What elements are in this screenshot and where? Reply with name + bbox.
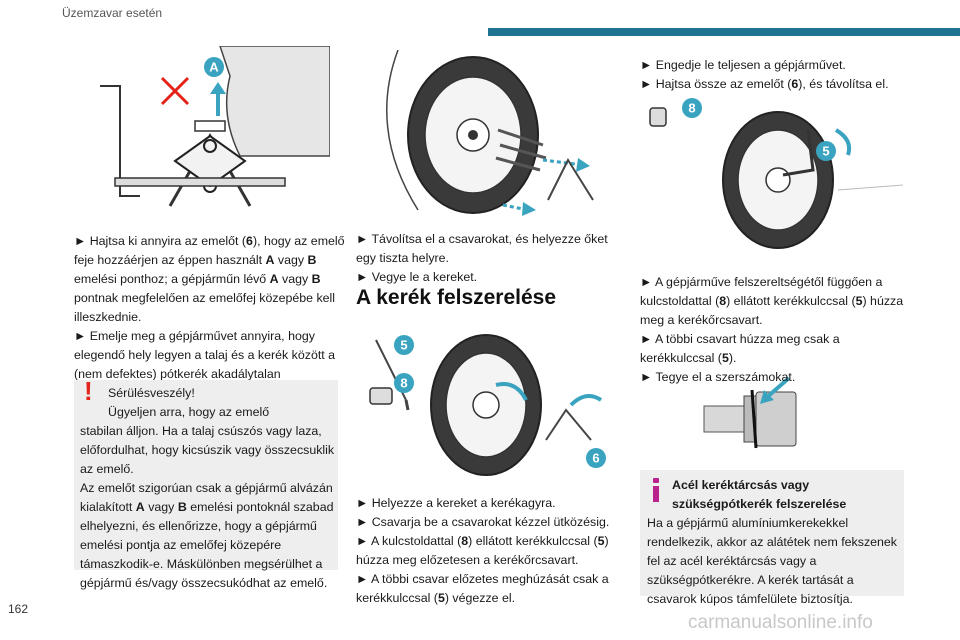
column-2-top: Távolítsa el a csavarokat, és helyezze ő… [356,230,612,287]
instruction-6: Csavarja be a csavarokat kézzel ütközési… [356,513,612,532]
column-3-middle: A gépjárműve felszereltségétől függően a… [640,273,908,387]
instruction-7: A kulcstoldattal (8) ellátott kerékkulcc… [356,532,612,570]
instruction-9: Engedje le teljesen a gépjárművet. [640,56,908,75]
badge-5-b: 5 [816,141,836,161]
bolt-closeup-illustration [703,376,797,449]
watermark: carmanualsonline.info [688,612,873,633]
instruction-12: A többi csavart húzza meg csak a kerékku… [640,330,908,368]
svg-text:6: 6 [592,451,599,466]
column-1: Hajtsa ki annyira az emelőt (6), hogy az… [74,232,346,403]
info-title-2: szükségpótkerék felszerelése [672,497,847,511]
column-2-bottom: Helyezze a kereket a kerékagyra. Csavarj… [356,494,612,608]
instruction-3: Távolítsa el a csavarokat, és helyezze ő… [356,230,612,268]
wheel-removal-illustration [386,50,594,216]
jack-illustration [100,46,330,207]
page-number: 162 [8,602,29,616]
info-icon [653,478,659,502]
info-box: Acél keréktárcsás vagy szükségpótkerék f… [640,470,904,606]
bolt-tightening-illustration [649,107,903,249]
instruction-13: Tegye el a szerszámokat. [640,368,908,387]
wheel-mounting-illustration [369,334,603,476]
instruction-5: Helyezze a kereket a kerékagyra. [356,494,612,513]
instruction-10: Hajtsa össze az emelőt (6), és távolítsa… [640,75,908,94]
instruction-1: Hajtsa ki annyira az emelőt (6), hogy az… [74,232,346,327]
badge-A: A [204,57,224,77]
badge-6: 6 [586,448,606,468]
section-heading: A kerék felszerelése [356,286,557,309]
info-title-1: Acél keréktárcsás vagy [672,478,810,492]
column-3-top: Engedje le teljesen a gépjárművet. Hajts… [640,56,908,94]
svg-text:5: 5 [822,144,829,159]
instruction-11: A gépjárműve felszereltségétől függően a… [640,273,908,330]
warning-line1: Ügyeljen arra, hogy az emelő [108,405,270,419]
warning-box: ! Sérülésveszély! Ügyeljen arra, hogy az… [74,376,338,590]
badge-8: 8 [394,373,414,393]
svg-text:A: A [209,60,219,75]
svg-text:8: 8 [688,101,695,116]
header-accent-bar [488,28,960,36]
warning-title: Sérülésveszély! [108,386,195,400]
info-body: Ha a gépjármű alumíniumkerekekkel rendel… [647,516,898,606]
svg-text:8: 8 [400,376,407,391]
instruction-4: Vegye le a kereket. [356,268,612,287]
header-title: Üzemzavar esetén [62,6,163,20]
svg-text:5: 5 [400,338,407,353]
warning-body: stabilan álljon. Ha a talaj csúszós vagy… [80,424,335,590]
badge-5: 5 [394,335,414,355]
warning-exclamation-icon: ! [84,376,93,406]
badge-8-b: 8 [682,98,702,118]
instruction-8: A többi csavar előzetes meghúzását csak … [356,570,612,608]
